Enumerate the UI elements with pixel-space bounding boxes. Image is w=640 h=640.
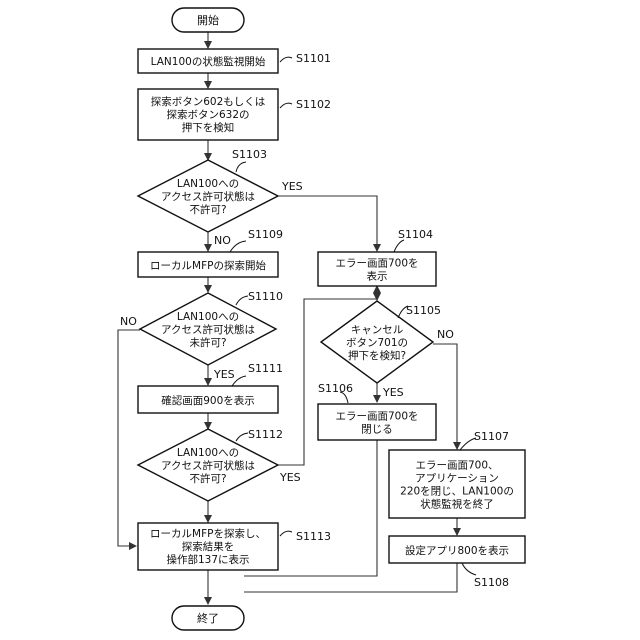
s1101-step-label: S1101 xyxy=(296,52,331,65)
s1105-text-line: 押下を検知? xyxy=(348,349,406,362)
s1103-text-line: LAN100への xyxy=(177,178,239,190)
s1110-text-line: 未許可? xyxy=(189,336,226,349)
s1102-text-line: 押下を検知 xyxy=(182,121,235,134)
s1109-step-label: S1109 xyxy=(248,228,283,241)
s1107-text-line: アプリケーション xyxy=(415,473,499,485)
s1107-text-line: 状態監視を終了 xyxy=(420,498,494,511)
s1108-text-line: 設定アプリ800を表示 xyxy=(405,544,509,557)
s1110-no-label: NO xyxy=(120,315,137,328)
s1107-text-line: エラー画面700、 xyxy=(415,460,498,472)
s1110-text-line: アクセス許可状態は xyxy=(161,323,255,336)
s1101-text-line: LAN100の状態監視開始 xyxy=(151,55,266,68)
s1106-text-line: エラー画面700を xyxy=(335,411,418,423)
s1109-text-line: ローカルMFPの探索開始 xyxy=(150,259,266,272)
s1103-step-label: S1103 xyxy=(232,148,267,161)
s1104-text-line: 表示 xyxy=(367,270,388,283)
s1113-text-line: 操作部137に表示 xyxy=(166,553,249,566)
s1112-text-line: 不許可? xyxy=(189,472,226,485)
s1105-step-label: S1105 xyxy=(406,304,441,317)
s1103-text-line: 不許可? xyxy=(189,203,226,216)
s1111-step-label: S1111 xyxy=(248,362,283,375)
s1106-step-label: S1106 xyxy=(318,382,353,395)
end-label: 終了 xyxy=(197,611,219,625)
s1112-text-line: アクセス許可状態は xyxy=(161,459,255,472)
s1102-text-line: 探索ボタン632の xyxy=(166,108,249,121)
s1106-text-line: 閉じる xyxy=(361,424,393,436)
start-label: 開始 xyxy=(197,13,219,27)
end-terminal: 終了 xyxy=(172,606,244,630)
s1107-step-label: S1107 xyxy=(474,430,509,443)
s1113-text-line: 探索結果を xyxy=(182,540,235,553)
s1108-step-label: S1108 xyxy=(474,576,509,589)
s1113-step-label: S1113 xyxy=(296,530,331,543)
s1112-step-label: S1112 xyxy=(248,428,283,441)
s1105-text-line: ボタン701の xyxy=(346,337,408,349)
s1107-text-line: 220を閉じ、LAN100の xyxy=(400,486,514,498)
s1104-step-label: S1104 xyxy=(398,228,433,241)
start-terminal: 開始 xyxy=(172,8,244,32)
s1112-text-line: LAN100への xyxy=(177,447,239,459)
s1110-text-line: LAN100への xyxy=(177,311,239,323)
s1103-yes-label: YES xyxy=(281,180,303,193)
s1105-text-line: キャンセル xyxy=(351,324,404,336)
s1112-yes-label: YES xyxy=(279,471,301,484)
s1103-text-line: アクセス許可状態は xyxy=(161,190,255,203)
s1113-text-line: ローカルMFPを探索し、 xyxy=(150,527,266,540)
s1111-text-line: 確認画面900を表示 xyxy=(161,394,255,407)
s1105-no-label: NO xyxy=(437,328,454,341)
s1110-step-label: S1110 xyxy=(248,290,283,303)
s1110-yes-label: YES xyxy=(213,368,235,381)
s1103-no-label: NO xyxy=(214,234,231,247)
s1102-step-label: S1102 xyxy=(296,98,331,111)
s1104-text-line: エラー画面700を xyxy=(335,258,418,270)
s1102-text-line: 探索ボタン602もしくは xyxy=(151,95,266,108)
s1105-yes-label: YES xyxy=(382,386,404,399)
